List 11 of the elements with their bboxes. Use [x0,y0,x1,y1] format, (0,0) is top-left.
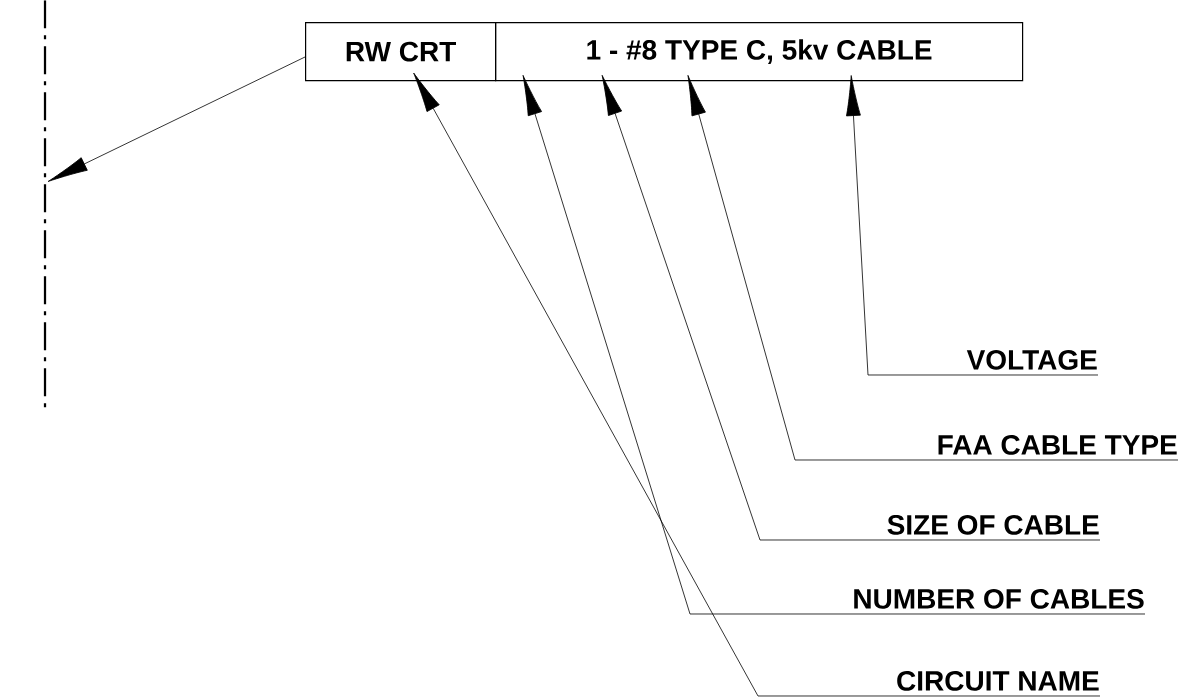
leader-line [846,75,1099,376]
leader-line [413,72,1101,697]
table-cell: RW CRT [305,22,497,82]
center-line [43,0,47,409]
table-cell: 1 - #8 TYPE C, 5kv CABLE [495,22,1024,82]
callout-label: NUMBER OF CABLES [854,589,1144,609]
callout-label: SIZE OF CABLE [887,515,1099,535]
leader-line [47,56,306,182]
callout-label: CIRCUIT NAME [897,671,1099,691]
callout-label: VOLTAGE [966,350,1097,370]
callout-label: FAA CABLE TYPE [938,435,1177,455]
